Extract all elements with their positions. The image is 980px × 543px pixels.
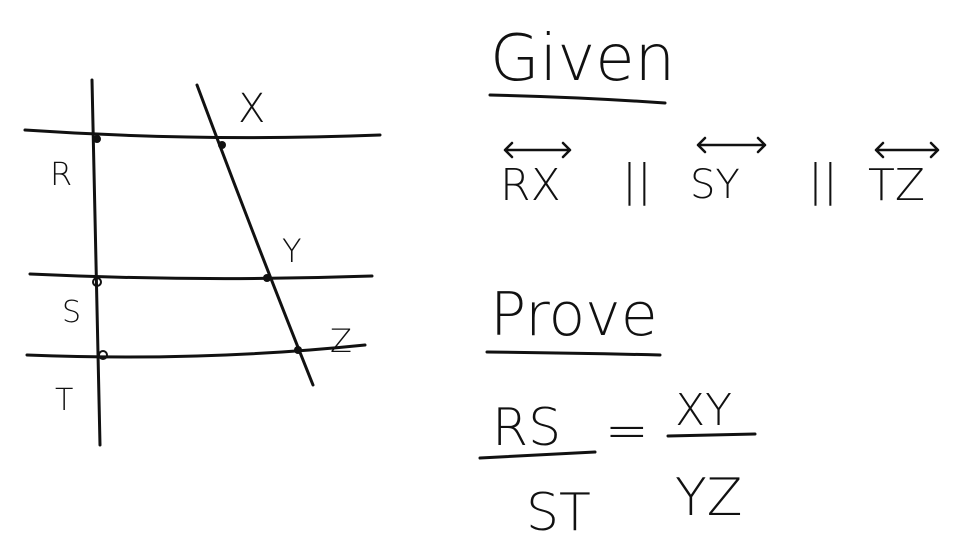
parallel-symbol-2: ||	[808, 155, 838, 206]
line-arrow-icon	[503, 141, 572, 159]
line-arrow-icon	[696, 136, 767, 154]
point-z	[294, 346, 302, 354]
point-t	[98, 350, 108, 360]
fraction-left-numerator: RS	[492, 398, 561, 458]
point-r	[93, 135, 101, 143]
transversal-rst	[90, 78, 102, 447]
given-underline	[488, 93, 667, 105]
label-z: Z	[330, 322, 352, 360]
line-tz	[25, 343, 367, 359]
given-heading: Given	[490, 22, 675, 96]
fraction-left-denominator: ST	[526, 483, 591, 543]
label-t: T	[55, 383, 73, 418]
point-x	[218, 141, 226, 149]
fraction-bar-left	[478, 450, 597, 460]
line-rx	[23, 128, 382, 140]
label-y: Y	[282, 232, 302, 270]
prove-heading: Prove	[490, 280, 658, 350]
line-arrow-icon	[874, 141, 940, 159]
given-line-tz: TZ	[868, 160, 925, 211]
prove-underline	[485, 350, 662, 357]
parallel-symbol-1: ||	[622, 155, 652, 206]
point-s	[92, 277, 102, 287]
fraction-bar-right	[666, 432, 757, 438]
given-line-sy: SY	[690, 162, 740, 208]
line-sy	[28, 272, 374, 281]
fraction-right-denominator: YZ	[675, 468, 742, 528]
label-r: R	[50, 155, 72, 193]
label-x: X	[238, 86, 265, 132]
given-line-rx: RX	[500, 160, 561, 211]
label-s: S	[62, 295, 81, 330]
fraction-right-numerator: XY	[675, 385, 732, 436]
point-y	[263, 274, 271, 282]
equals-sign: =	[605, 401, 649, 461]
